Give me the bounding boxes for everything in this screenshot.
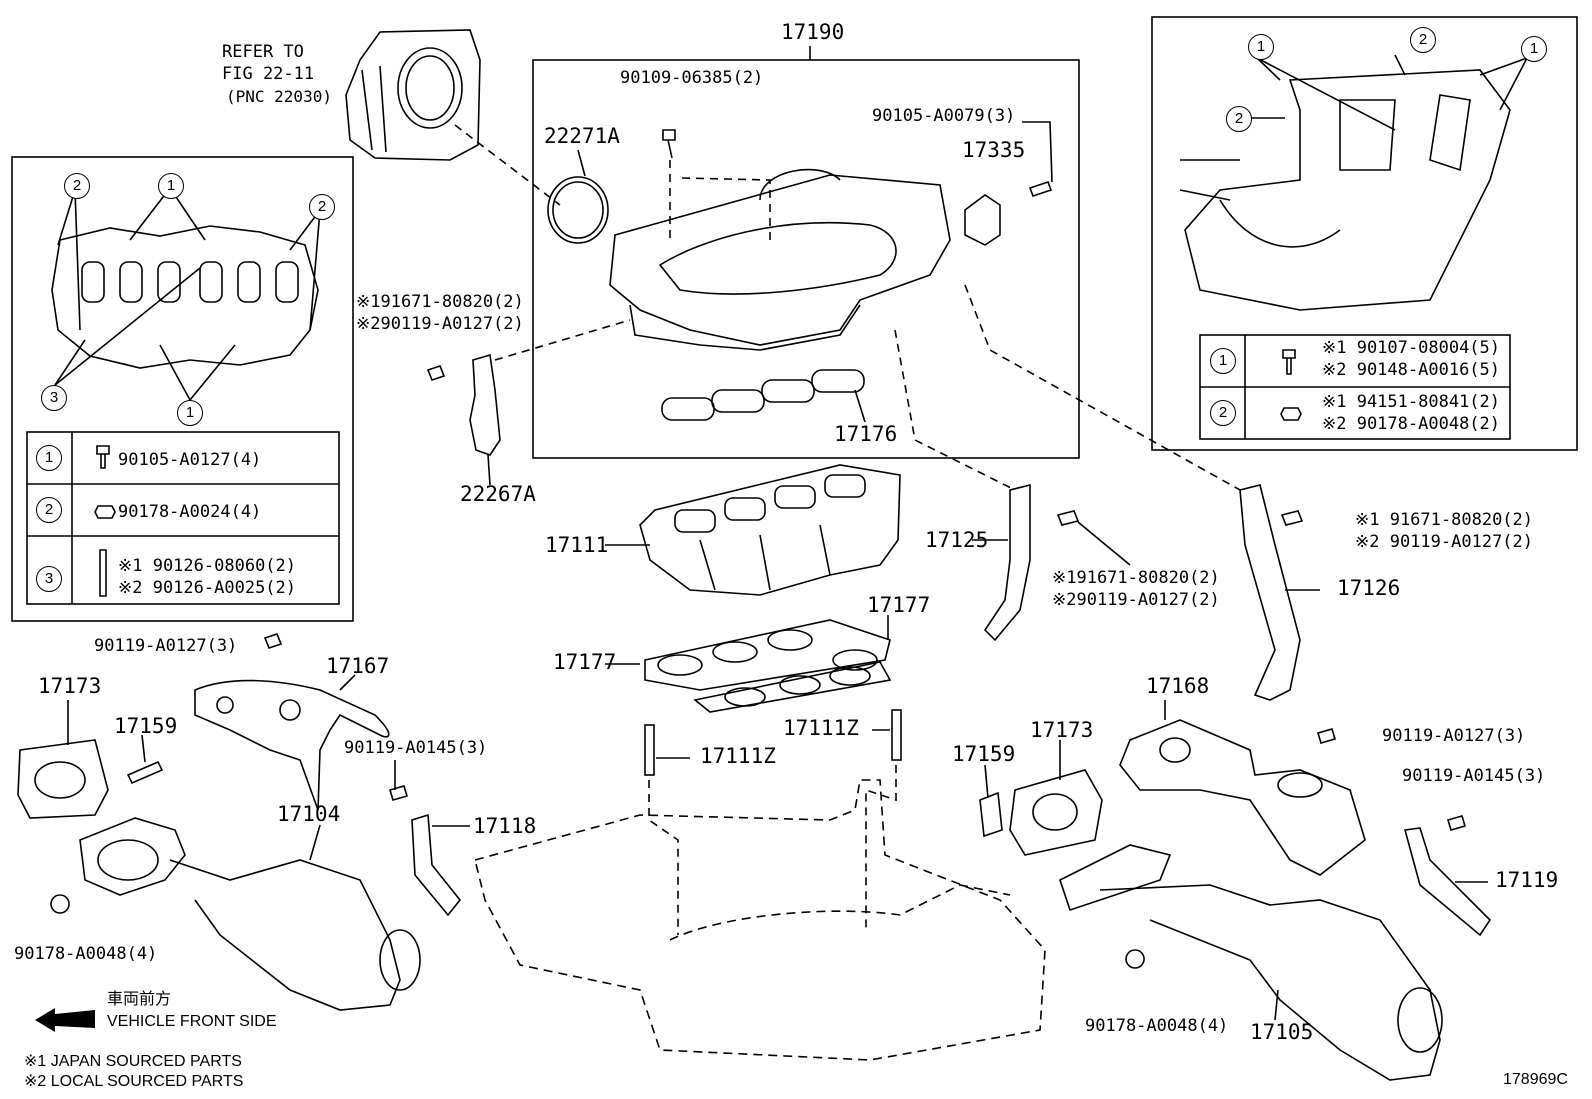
part-17125: 17125: [925, 528, 989, 552]
left-detail-frame: [11, 156, 354, 622]
part-17126: 17126: [1337, 576, 1401, 600]
throttle-body-drawing: [345, 29, 481, 161]
note-japan-sourced: ※1 JAPAN SOURCED PARTS: [24, 1053, 242, 1070]
part-mid-bolt-1: ※191671-80820(2): [1052, 568, 1220, 588]
part-22267a: 22267A: [460, 482, 536, 506]
right-callout-1a: 1: [1248, 34, 1274, 60]
gasket-17176: [661, 369, 865, 421]
gasket-17177-lower: [693, 661, 892, 713]
exhaust-manifold-17104: [79, 817, 421, 1011]
right-legend-row2-text-1: ※1 94151-80841(2): [1322, 392, 1501, 412]
part-17176: 17176: [834, 422, 898, 446]
part-right-bolt-1: ※1 91671-80820(2): [1355, 510, 1534, 530]
part-left-bolt-2: ※290119-A0127(2): [356, 314, 524, 334]
part-90119-a0145-left: 90119-A0145(3): [344, 738, 488, 758]
gasket-17173-right: [1009, 769, 1103, 856]
stud-17159-right: [979, 791, 1003, 838]
left-legend-row3-text-2: ※2 90126-A0025(2): [118, 578, 297, 598]
right-legend-row1-text-2: ※2 90148-A0016(5): [1322, 360, 1501, 380]
pcv-cover-17335: [964, 194, 1001, 246]
note-local-sourced: ※2 LOCAL SOURCED PARTS: [24, 1073, 244, 1090]
part-17111z-right: 17111Z: [783, 716, 859, 740]
bracket-17126: [1239, 484, 1301, 701]
part-22271a: 22271A: [544, 124, 620, 148]
refer-line-2: FIG 22-11: [222, 64, 315, 84]
part-17190: 17190: [781, 20, 845, 44]
stud-17159-left: [126, 760, 164, 785]
part-17111z-left: 17111Z: [700, 744, 776, 768]
part-90119-a0145-right: 90119-A0145(3): [1402, 766, 1546, 786]
part-17335: 17335: [962, 138, 1026, 162]
bracket-17125: [983, 483, 1031, 642]
left-gasket-drawing: [51, 225, 319, 369]
figure-id: 178969C: [1503, 1071, 1568, 1088]
part-17105: 17105: [1250, 1020, 1314, 1044]
gasket-17173-left: [17, 739, 109, 819]
part-17177-lower: 17177: [553, 650, 617, 674]
heat-shield-17167: [194, 679, 390, 811]
gasket-17177-upper: [644, 619, 891, 691]
part-90119-a0127-right: 90119-A0127(3): [1382, 726, 1526, 746]
left-legend-mark-2: 2: [36, 497, 62, 523]
part-17177-upper: 17177: [867, 593, 931, 617]
part-17173-right: 17173: [1030, 718, 1094, 742]
left-legend-row2-text: 90178-A0024(4): [118, 502, 262, 522]
part-17111: 17111: [545, 533, 609, 557]
part-right-bolt-2: ※2 90119-A0127(2): [1355, 532, 1534, 552]
left-legend-mark-1: 1: [36, 445, 62, 471]
intake-assembly-frame: [532, 59, 1080, 459]
left-legend-row1-text: 90105-A0127(4): [118, 450, 262, 470]
part-17119: 17119: [1495, 868, 1559, 892]
intake-plenum-drawing: [609, 168, 951, 351]
right-manifold-drawing: [1179, 69, 1511, 311]
lower-intake-17111: [639, 464, 901, 596]
refer-line-3: (PNC 22030): [226, 87, 332, 106]
part-mid-bolt-2: ※290119-A0127(2): [1052, 590, 1220, 610]
direction-en: VEHICLE FRONT SIDE: [107, 1013, 277, 1030]
part-90178-a0048-right: 90178-A0048(4): [1085, 1016, 1229, 1036]
right-legend-mark-1: 1: [1210, 348, 1236, 374]
right-callout-2a: 2: [1410, 27, 1436, 53]
bracket-22267a: [469, 353, 501, 456]
exhaust-manifold-17105: [1059, 844, 1443, 1081]
right-callout-2b: 2: [1226, 106, 1252, 132]
bracket-17119: [1403, 827, 1492, 937]
direction-jp: 車両前方: [107, 991, 172, 1008]
left-callout-3: 3: [41, 385, 67, 411]
engine-block-outline: [474, 779, 1046, 1061]
part-17173-left: 17173: [38, 674, 102, 698]
o-ring-22271a: [547, 176, 609, 244]
right-legend-mark-2: 2: [1210, 400, 1236, 426]
part-17159-right: 17159: [952, 742, 1016, 766]
right-callout-1b: 1: [1521, 36, 1547, 62]
part-17168: 17168: [1146, 674, 1210, 698]
part-17167: 17167: [326, 654, 390, 678]
left-callout-1b: 1: [177, 400, 203, 426]
part-17118: 17118: [473, 814, 537, 838]
part-17159-left: 17159: [114, 714, 178, 738]
heat-shield-17168: [1119, 719, 1366, 876]
right-legend-row1-text-1: ※1 90107-08004(5): [1322, 338, 1501, 358]
front-arrow-icon: [35, 1008, 95, 1032]
part-left-bolt-1: ※191671-80820(2): [356, 292, 524, 312]
bracket-17118: [411, 813, 462, 917]
left-callout-2a: 2: [64, 173, 90, 199]
part-90105-a0079: 90105-A0079(3): [872, 106, 1016, 126]
part-90119-a0127-left: 90119-A0127(3): [94, 636, 238, 656]
right-detail-frame: [1151, 16, 1578, 451]
part-90109-06385: 90109-06385(2): [620, 68, 764, 88]
refer-line-1: REFER TO: [222, 42, 304, 62]
part-17104: 17104: [277, 802, 341, 826]
part-90178-a0048-left: 90178-A0048(4): [14, 944, 158, 964]
left-legend-row3-text-1: ※1 90126-08060(2): [118, 556, 297, 576]
right-legend-row2-text-2: ※2 90178-A0048(2): [1322, 414, 1501, 434]
left-callout-2b: 2: [309, 194, 335, 220]
left-callout-1a: 1: [158, 173, 184, 199]
left-legend-mark-3: 3: [36, 566, 62, 592]
